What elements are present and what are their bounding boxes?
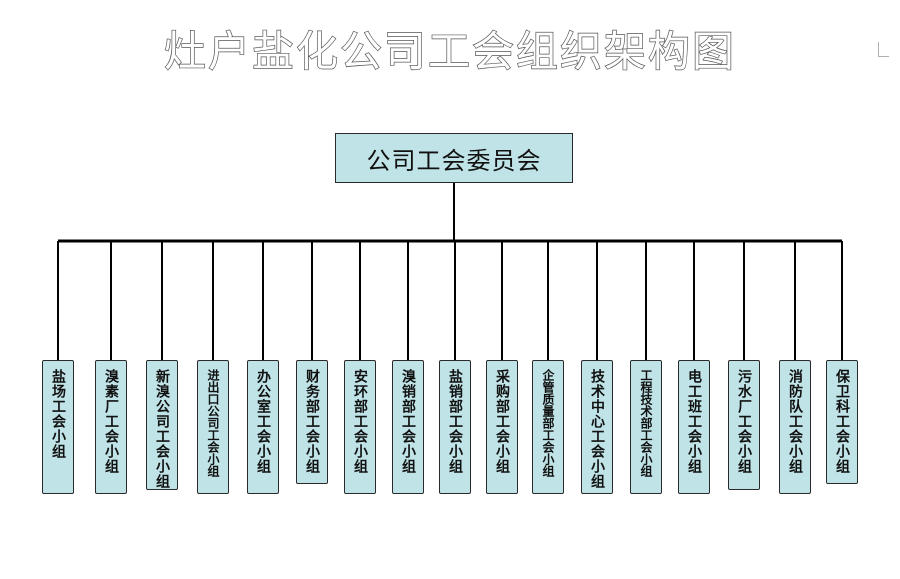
group-node-label: 财务部工会小组 bbox=[304, 369, 320, 474]
group-node-label: 工程技术部工会小组 bbox=[639, 369, 653, 477]
group-node-label: 安环部工会小组 bbox=[352, 369, 368, 474]
corner-mark bbox=[878, 42, 889, 57]
group-node: 办公室工会小组 bbox=[247, 360, 279, 494]
group-node: 技术中心工会小组 bbox=[581, 360, 613, 494]
group-node-label: 办公室工会小组 bbox=[255, 369, 271, 474]
group-node-label: 保卫科工会小组 bbox=[834, 369, 850, 474]
group-node: 消防队工会小组 bbox=[779, 360, 811, 494]
group-node: 保卫科工会小组 bbox=[826, 360, 858, 484]
group-node-label: 盐场工会小组 bbox=[50, 369, 66, 459]
group-node: 污水厂工会小组 bbox=[728, 360, 760, 490]
group-node-label: 进出口公司工会小组 bbox=[206, 369, 220, 477]
group-node-label: 电工班工会小组 bbox=[686, 369, 702, 474]
group-node-label: 溴销部工会小组 bbox=[400, 369, 416, 474]
group-node-label: 企管质量部工会小组 bbox=[541, 369, 555, 477]
group-node: 采购部工会小组 bbox=[486, 360, 518, 494]
group-node: 财务部工会小组 bbox=[296, 360, 328, 484]
group-node: 电工班工会小组 bbox=[678, 360, 710, 494]
group-node-label: 溴素厂工会小组 bbox=[103, 369, 119, 474]
group-node: 进出口公司工会小组 bbox=[197, 360, 229, 494]
group-node: 安环部工会小组 bbox=[344, 360, 376, 494]
group-node: 新溴公司工会小组 bbox=[146, 360, 178, 490]
chart-title: 灶户盐化公司工会组织架构图 bbox=[163, 26, 736, 76]
group-node: 溴销部工会小组 bbox=[392, 360, 424, 494]
group-node-label: 污水厂工会小组 bbox=[736, 369, 752, 474]
group-node: 企管质量部工会小组 bbox=[532, 360, 564, 494]
group-node-label: 盐销部工会小组 bbox=[447, 369, 463, 474]
root-node-label: 公司工会委员会 bbox=[366, 146, 542, 175]
group-node-label: 新溴公司工会小组 bbox=[154, 369, 170, 489]
root-node: 公司工会委员会 bbox=[335, 133, 573, 183]
group-node: 工程技术部工会小组 bbox=[630, 360, 662, 494]
group-node-label: 技术中心工会小组 bbox=[589, 369, 605, 489]
group-node: 盐场工会小组 bbox=[42, 360, 74, 494]
group-node: 溴素厂工会小组 bbox=[95, 360, 127, 494]
group-node: 盐销部工会小组 bbox=[439, 360, 471, 494]
group-node-label: 消防队工会小组 bbox=[787, 369, 803, 474]
group-node-label: 采购部工会小组 bbox=[494, 369, 510, 474]
